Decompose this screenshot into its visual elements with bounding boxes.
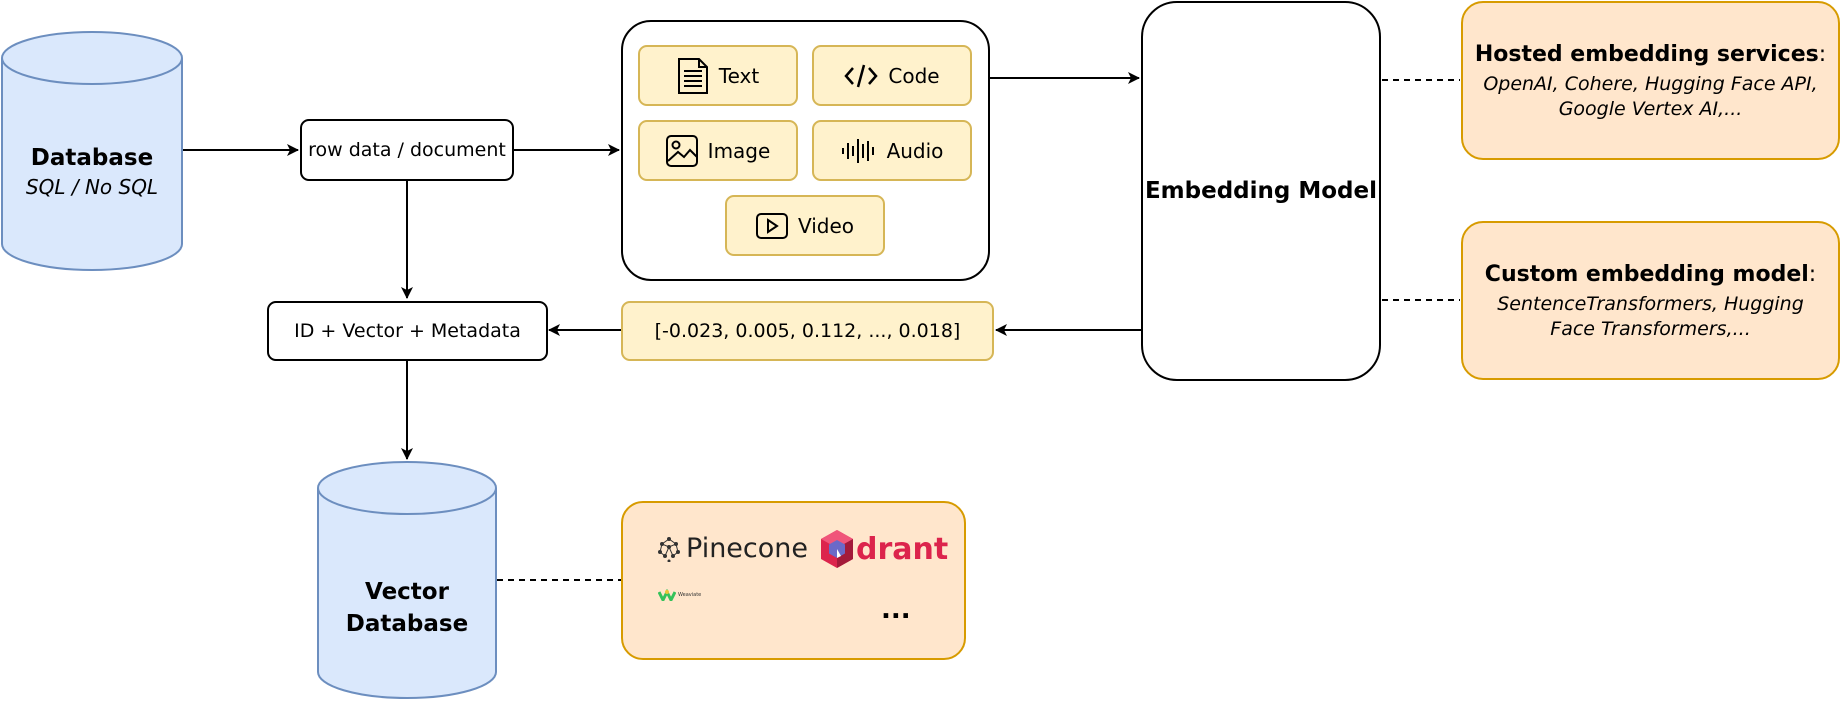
vector-database-line-2: Database — [345, 611, 469, 637]
document-icon — [677, 57, 709, 95]
hosted-title: Hosted embedding services — [1474, 41, 1819, 67]
custom-title-line: Custom embedding model: — [1485, 262, 1816, 287]
modality-video-chip: Video — [725, 195, 885, 256]
video-play-icon — [755, 212, 788, 239]
row-data-box: row data / document — [300, 119, 514, 181]
vector-database-cylinder-shape — [317, 461, 497, 699]
more-providers-ellipsis: ... — [881, 595, 911, 625]
database-subtitle: SQL / No SQL — [25, 175, 159, 199]
record-box: ID + Vector + Metadata — [267, 301, 548, 361]
row-data-label: row data / document — [308, 139, 506, 161]
custom-model-callout: Custom embedding model: SentenceTransfor… — [1461, 221, 1840, 380]
embedding-model-label: Embedding Model — [1144, 178, 1378, 204]
audio-waveform-icon — [841, 137, 877, 165]
custom-line-1: SentenceTransformers, Hugging — [1497, 292, 1804, 315]
weaviate-logo: Weaviate — [658, 589, 701, 601]
modality-text-chip: Text — [638, 45, 798, 106]
vector-values-label: [-0.023, 0.005, 0.112, ..., 0.018] — [654, 320, 961, 342]
pinecone-wordmark: Pinecone — [686, 533, 809, 564]
qdrant-wordmark: drant — [856, 531, 949, 567]
modality-code-label: Code — [888, 63, 940, 88]
modality-audio-label: Audio — [886, 138, 944, 163]
hosted-title-line: Hosted embedding services: — [1475, 42, 1826, 67]
modality-image-label: Image — [707, 138, 771, 163]
modality-audio-chip: Audio — [812, 120, 972, 181]
hosted-line-2: Google Vertex AI,... — [1558, 97, 1743, 120]
custom-line-2: Face Transformers,... — [1550, 317, 1751, 340]
pinecone-logo: Pinecone — [656, 533, 808, 564]
modality-code-chip: Code — [812, 45, 972, 106]
vector-values-box: [-0.023, 0.005, 0.112, ..., 0.018] — [621, 301, 994, 361]
modality-image-chip: Image — [638, 120, 798, 181]
hosted-colon: : — [1818, 41, 1827, 67]
hosted-services-callout: Hosted embedding services: OpenAI, Coher… — [1461, 1, 1840, 160]
custom-colon: : — [1808, 261, 1817, 287]
embedding-model-box: Embedding Model — [1141, 1, 1381, 381]
record-label: ID + Vector + Metadata — [294, 320, 521, 342]
qdrant-hexagon-icon — [821, 530, 853, 568]
weaviate-wordmark: Weaviate — [678, 592, 702, 598]
database-title: Database — [30, 145, 154, 171]
weaviate-icon — [658, 589, 676, 601]
image-icon — [665, 134, 698, 167]
vector-database: Vector Database — [316, 460, 498, 702]
custom-title: Custom embedding model — [1484, 261, 1809, 287]
hosted-line-1: OpenAI, Cohere, Hugging Face API, — [1483, 72, 1818, 95]
source-database: Database SQL / No SQL — [0, 30, 184, 274]
vector-db-providers-callout: Pinecone drant Weaviate ... — [621, 501, 966, 660]
qdrant-logo: drant — [819, 529, 948, 569]
modality-text-label: Text — [718, 63, 760, 88]
code-icon — [844, 63, 879, 89]
database-cylinder-shape — [1, 31, 183, 271]
modality-video-label: Video — [797, 213, 855, 238]
pinecone-icon — [658, 536, 680, 562]
vector-database-line-1: Vector — [365, 579, 449, 605]
